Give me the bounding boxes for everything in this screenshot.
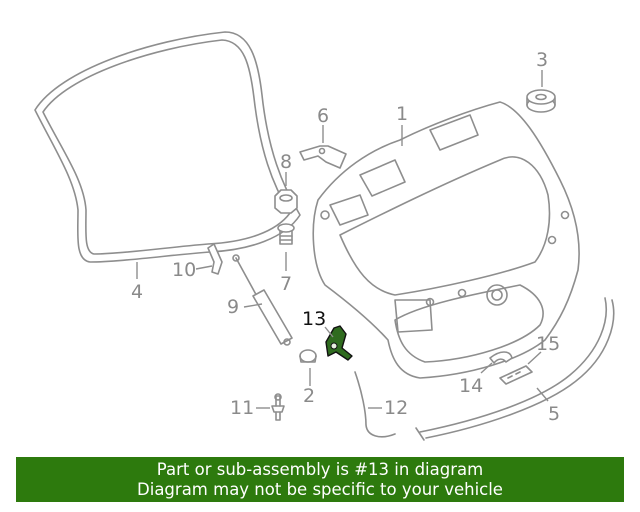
gas-strut bbox=[232, 254, 293, 346]
release-cable bbox=[354, 371, 396, 438]
callout-15: 15 bbox=[536, 333, 560, 355]
liftgate-panel bbox=[312, 101, 580, 379]
plug-grommet bbox=[526, 89, 556, 113]
nut bbox=[274, 189, 298, 214]
strut-bracket bbox=[207, 243, 223, 275]
trim-molding bbox=[415, 297, 615, 441]
trim-cover bbox=[499, 365, 533, 385]
callout-1: 1 bbox=[396, 103, 408, 125]
callout-4: 4 bbox=[131, 281, 143, 303]
callout-8: 8 bbox=[280, 151, 292, 173]
callout-6: 6 bbox=[317, 105, 329, 127]
banner-line-2: Diagram may not be specific to your vehi… bbox=[137, 480, 503, 499]
latch-part-13 bbox=[325, 325, 353, 361]
bracket bbox=[299, 145, 347, 169]
stud-pin bbox=[271, 393, 285, 421]
callout-11: 11 bbox=[230, 397, 254, 419]
callout-14: 14 bbox=[459, 375, 483, 397]
bumper-stop bbox=[299, 349, 317, 363]
callout-2: 2 bbox=[303, 385, 315, 407]
callout-3: 3 bbox=[536, 49, 548, 71]
banner-line-1: Part or sub-assembly is #13 in diagram bbox=[156, 460, 484, 479]
callout-5: 5 bbox=[548, 403, 560, 425]
bolt bbox=[277, 223, 295, 245]
callout-12: 12 bbox=[384, 397, 408, 419]
weatherstrip-seal bbox=[34, 31, 301, 263]
callout-13: 13 bbox=[302, 308, 326, 330]
leader-lines bbox=[136, 70, 549, 409]
parts-diagram: 1 2 3 4 5 6 7 8 9 10 11 12 13 14 15 bbox=[34, 31, 615, 441]
callout-9: 9 bbox=[227, 296, 239, 318]
trim-clip bbox=[489, 351, 513, 364]
callout-10: 10 bbox=[172, 259, 196, 281]
info-banner: Part or sub-assembly is #13 in diagram D… bbox=[16, 457, 624, 502]
callout-labels: 1 2 3 4 5 6 7 8 9 10 11 12 13 14 15 bbox=[131, 49, 560, 425]
callout-7: 7 bbox=[280, 273, 292, 295]
